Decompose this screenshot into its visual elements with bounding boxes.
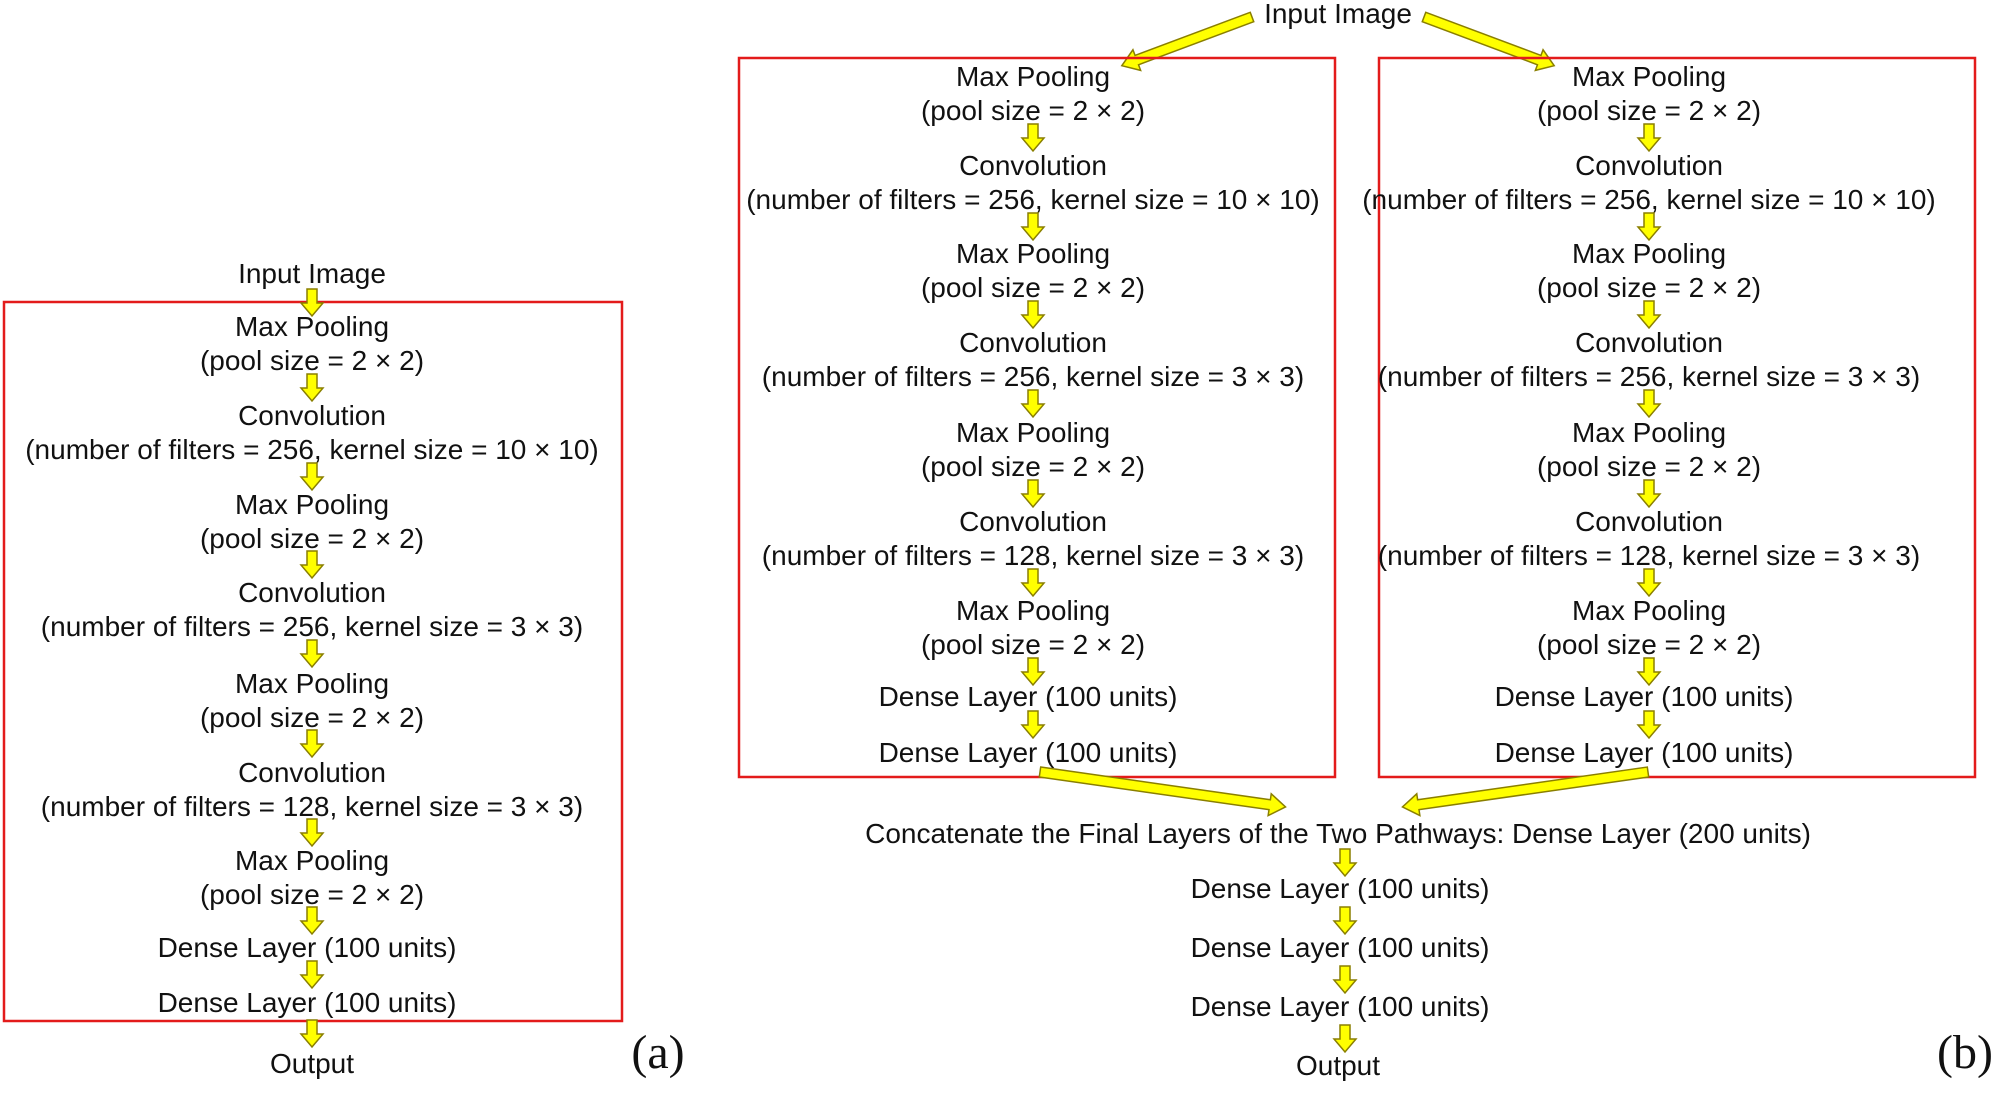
right-layer-3-detail: (pool size = 2 × 2) — [1537, 272, 1761, 303]
arrow-diagonal-icon — [1421, 11, 1556, 72]
arrow-down-icon — [299, 960, 325, 990]
arrow-down-icon — [299, 550, 325, 580]
arrow-down-icon — [1332, 848, 1358, 878]
right-layer-6-detail: (number of filters = 128, kernel size = … — [1378, 540, 1920, 571]
right-layer-1: Max Pooling — [1572, 61, 1726, 92]
left-layer-1-detail: (pool size = 2 × 2) — [921, 95, 1145, 126]
arrow-diagonal-icon — [1120, 11, 1255, 72]
panel-a-layer-1-detail: (pool size = 2 × 2) — [200, 345, 424, 376]
left-layer-5-detail: (pool size = 2 × 2) — [921, 451, 1145, 482]
arrow-down-icon — [299, 639, 325, 669]
right-layer-5: Max Pooling — [1572, 417, 1726, 448]
left-dense-2: Dense Layer (100 units) — [879, 737, 1178, 768]
arrow-down-icon — [1332, 965, 1358, 995]
arrow-down-icon — [1636, 568, 1662, 598]
arrow-down-icon — [1636, 212, 1662, 242]
arrow-down-icon — [299, 1019, 325, 1049]
arrow-down-icon — [1636, 657, 1662, 687]
panel-a: Input Image Max Pooling (pool size = 2 ×… — [2, 258, 685, 1079]
arrow-down-icon — [1636, 710, 1662, 740]
right-layer-1-detail: (pool size = 2 × 2) — [1537, 95, 1761, 126]
pathway-right: Max Pooling (pool size = 2 × 2) Convolut… — [1362, 56, 1977, 779]
left-layer-6: Convolution — [959, 506, 1107, 537]
arrow-diagonal-icon — [1038, 766, 1287, 817]
left-layer-2-detail: (number of filters = 256, kernel size = … — [746, 184, 1320, 215]
left-layer-7-detail: (pool size = 2 × 2) — [921, 629, 1145, 660]
panel-a-input-label: Input Image — [238, 258, 386, 289]
arrow-down-icon — [1020, 568, 1046, 598]
right-layer-2-detail: (number of filters = 256, kernel size = … — [1362, 184, 1936, 215]
left-dense-1: Dense Layer (100 units) — [879, 681, 1178, 712]
arrow-down-icon — [299, 288, 325, 318]
arrow-down-icon — [1636, 479, 1662, 509]
arrow-down-icon — [299, 373, 325, 403]
left-layer-6-detail: (number of filters = 128, kernel size = … — [762, 540, 1304, 571]
left-layer-1: Max Pooling — [956, 61, 1110, 92]
arrow-down-icon — [1636, 123, 1662, 153]
panel-a-layer-4-detail: (number of filters = 256, kernel size = … — [41, 611, 583, 642]
arrow-down-icon — [1332, 906, 1358, 936]
panel-a-output-label: Output — [270, 1048, 354, 1079]
panel-a-layer-3-detail: (pool size = 2 × 2) — [200, 523, 424, 554]
arrow-down-icon — [1020, 389, 1046, 419]
right-layer-6: Convolution — [1575, 506, 1723, 537]
arrow-down-icon — [1020, 123, 1046, 153]
right-layer-7: Max Pooling — [1572, 595, 1726, 626]
right-dense-1: Dense Layer (100 units) — [1495, 681, 1794, 712]
panel-a-layer-2-detail: (number of filters = 256, kernel size = … — [25, 434, 599, 465]
left-layer-2: Convolution — [959, 150, 1107, 181]
arrow-down-icon — [1020, 212, 1046, 242]
tail-dense-3: Dense Layer (100 units) — [1191, 991, 1490, 1022]
panel-b-input-label: Input Image — [1264, 0, 1412, 29]
arrow-down-icon — [299, 462, 325, 492]
arrow-down-icon — [1332, 1024, 1358, 1054]
panel-a-layer-7-detail: (pool size = 2 × 2) — [200, 879, 424, 910]
panel-a-dense-1: Dense Layer (100 units) — [158, 932, 457, 963]
arrow-down-icon — [299, 729, 325, 759]
panel-a-layer-4: Convolution — [238, 577, 386, 608]
left-layer-3: Max Pooling — [956, 238, 1110, 269]
panel-a-layer-6-detail: (number of filters = 128, kernel size = … — [41, 791, 583, 822]
arrow-down-icon — [299, 818, 325, 848]
right-dense-2: Dense Layer (100 units) — [1495, 737, 1794, 768]
right-layer-5-detail: (pool size = 2 × 2) — [1537, 451, 1761, 482]
right-layer-4-detail: (number of filters = 256, kernel size = … — [1378, 361, 1920, 392]
tail-dense-1: Dense Layer (100 units) — [1191, 873, 1490, 904]
left-layer-7: Max Pooling — [956, 595, 1110, 626]
left-layer-4: Convolution — [959, 327, 1107, 358]
right-layer-3: Max Pooling — [1572, 238, 1726, 269]
arrow-down-icon — [1636, 300, 1662, 330]
panel-a-layer-3: Max Pooling — [235, 489, 389, 520]
left-layer-5: Max Pooling — [956, 417, 1110, 448]
arrow-down-icon — [1020, 300, 1046, 330]
panel-a-layer-5: Max Pooling — [235, 668, 389, 699]
pathway-right-frame — [1377, 56, 1977, 779]
right-layer-2: Convolution — [1575, 150, 1723, 181]
panel-a-layer-5-detail: (pool size = 2 × 2) — [200, 702, 424, 733]
panel-a-layer-6: Convolution — [238, 757, 386, 788]
panel-a-layer-7: Max Pooling — [235, 845, 389, 876]
left-layer-4-detail: (number of filters = 256, kernel size = … — [762, 361, 1304, 392]
pathway-left: Max Pooling (pool size = 2 × 2) Convolut… — [737, 56, 1337, 779]
tail-dense-2: Dense Layer (100 units) — [1191, 932, 1490, 963]
panel-b: Input Image Max Pooling (pool size = 2 ×… — [737, 0, 1993, 1081]
arrow-down-icon — [1020, 710, 1046, 740]
arrow-diagonal-icon — [1401, 766, 1650, 817]
concat-layer: Concatenate the Final Layers of the Two … — [865, 818, 1811, 849]
pathway-left-frame — [737, 56, 1337, 779]
right-layer-4: Convolution — [1575, 327, 1723, 358]
arrow-down-icon — [299, 906, 325, 936]
panel-b-tag: (b) — [1937, 1026, 1993, 1079]
panel-a-dense-2: Dense Layer (100 units) — [158, 987, 457, 1018]
panel-a-layer-2: Convolution — [238, 400, 386, 431]
arrow-down-icon — [1020, 479, 1046, 509]
panel-a-tag: (a) — [631, 1026, 684, 1079]
left-layer-3-detail: (pool size = 2 × 2) — [921, 272, 1145, 303]
arrow-down-icon — [1020, 657, 1046, 687]
panel-b-output-label: Output — [1296, 1050, 1380, 1081]
arrow-down-icon — [1636, 389, 1662, 419]
right-layer-7-detail: (pool size = 2 × 2) — [1537, 629, 1761, 660]
